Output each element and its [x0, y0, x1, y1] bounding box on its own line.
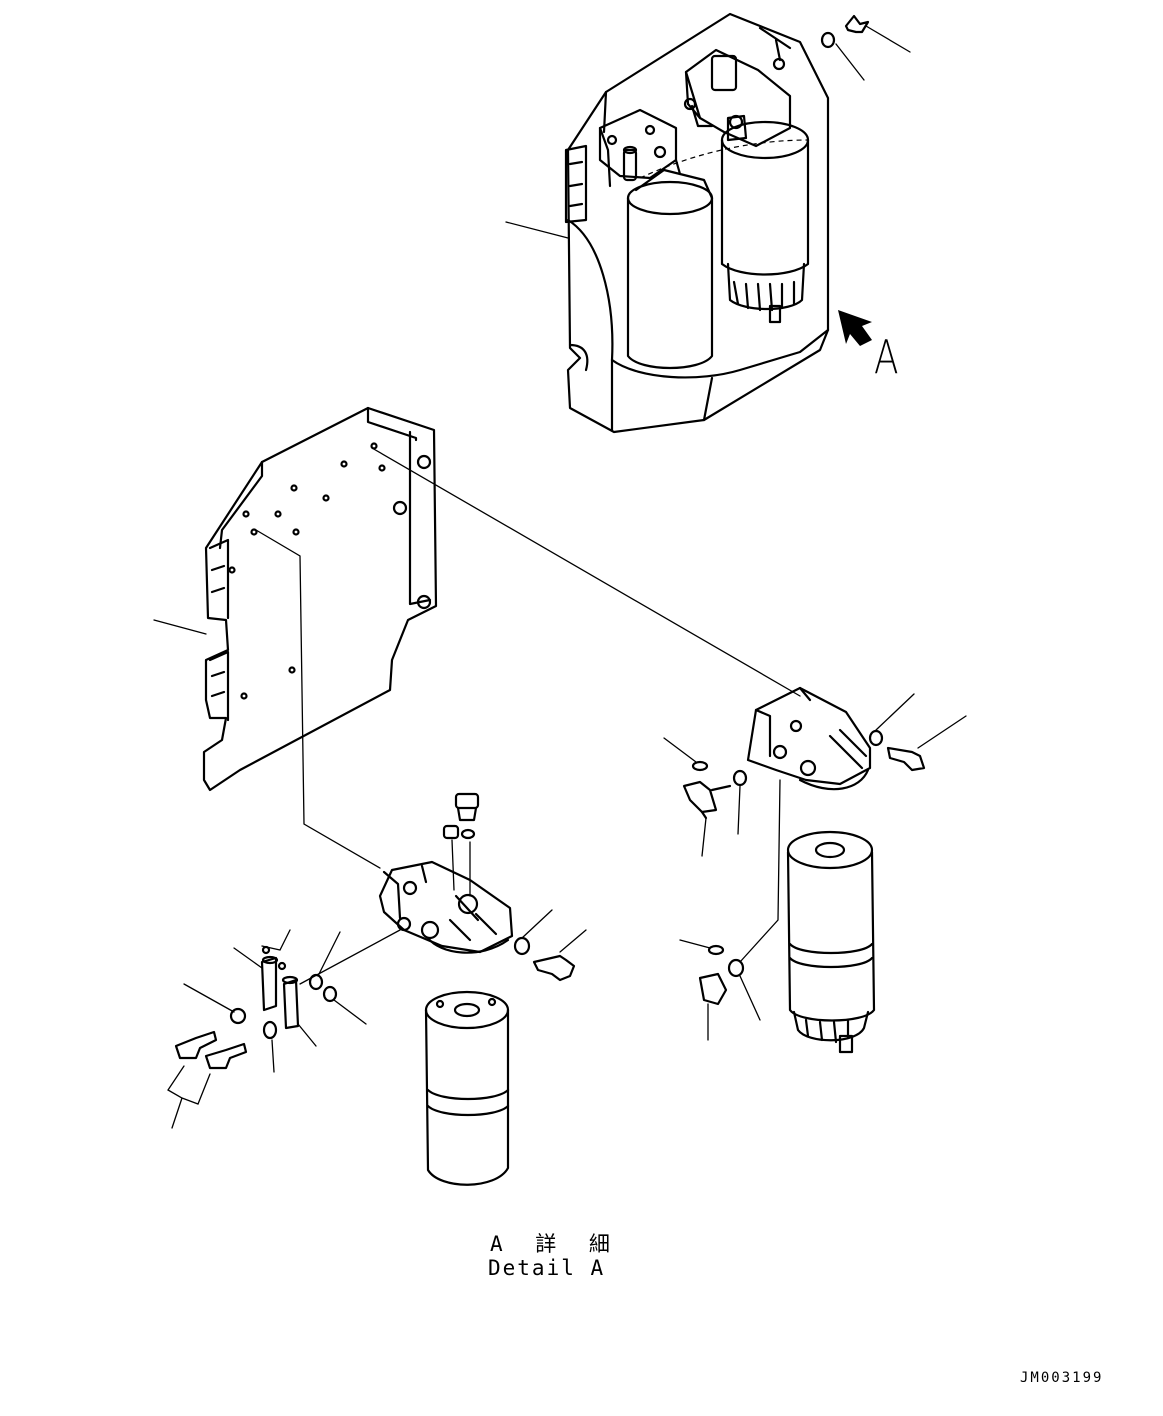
detail-title: A 詳 細 [490, 1232, 620, 1256]
filter-canister-right [722, 140, 808, 275]
filter-element-left [426, 1010, 508, 1185]
fuel-filter-assembly [506, 14, 910, 432]
detail-right-filter [372, 448, 966, 1052]
view-marker-label: A [874, 330, 899, 384]
washer-top [822, 33, 834, 47]
wing-bolt [846, 16, 868, 32]
filter-canister-left [628, 198, 712, 368]
filter-element-right [788, 852, 874, 1021]
view-arrow-icon [838, 310, 872, 346]
detail-subtitle: Detail A [488, 1256, 606, 1280]
drawing-code: JM003199 [1020, 1370, 1104, 1386]
mounting-plate [154, 408, 436, 790]
detail-left-filter [168, 530, 586, 1185]
filter-cover [568, 14, 828, 432]
